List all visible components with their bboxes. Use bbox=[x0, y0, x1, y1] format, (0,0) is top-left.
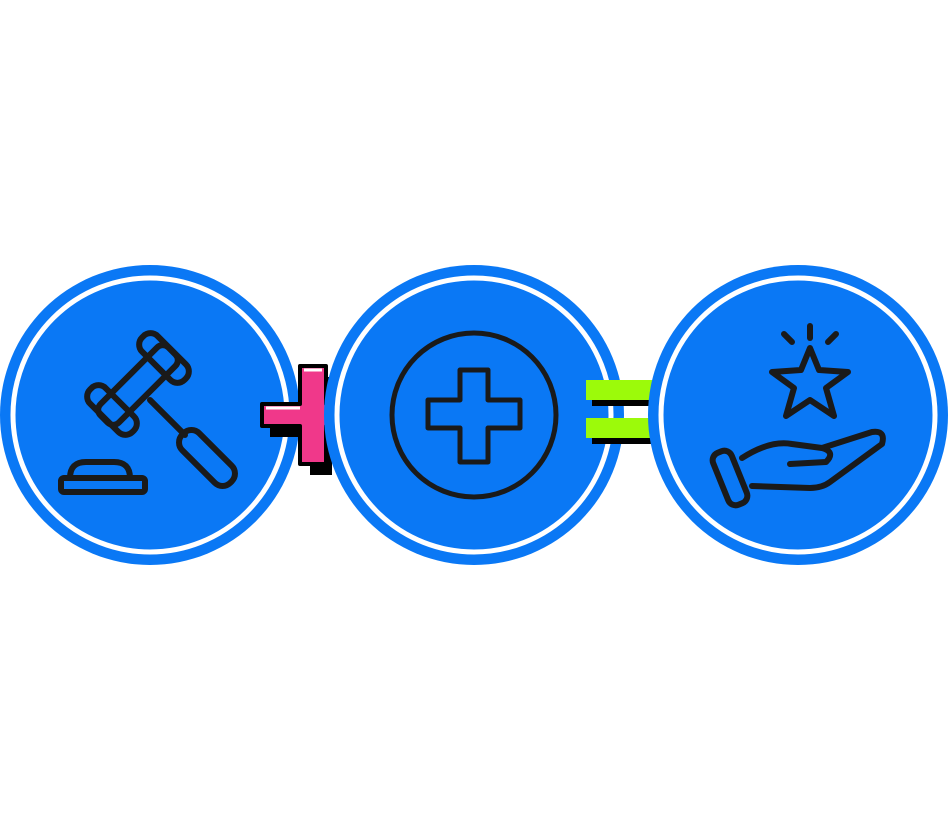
term-circle-law bbox=[0, 265, 300, 565]
medical-cross-icon bbox=[389, 330, 559, 500]
gavel-icon bbox=[58, 330, 238, 495]
hand-star-icon bbox=[709, 323, 886, 509]
term-circle-health bbox=[324, 265, 624, 565]
term-circle-benefit bbox=[648, 265, 948, 565]
